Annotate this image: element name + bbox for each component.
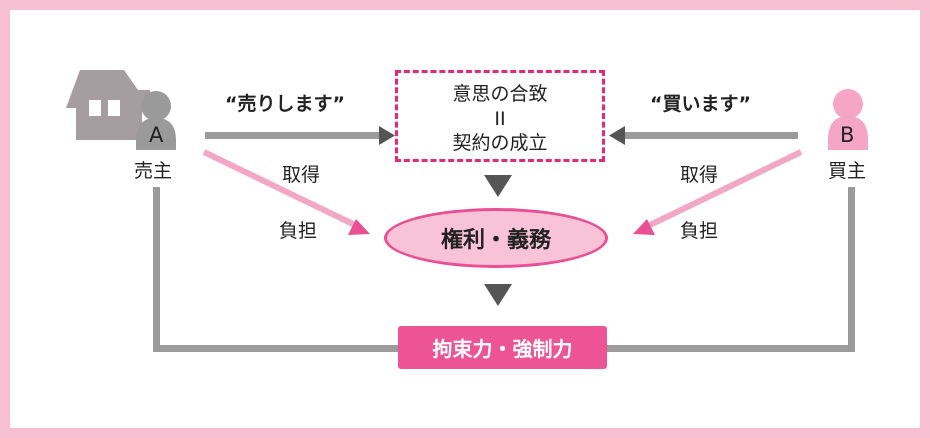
binding-force-box: 拘束力・強制力 (398, 326, 607, 369)
house-icon (66, 70, 150, 140)
buyer-pink-arrow (633, 149, 803, 235)
binding-force-label: 拘束力・強制力 (432, 337, 573, 361)
buyer-burden-label: 負担 (680, 220, 719, 242)
seller-acquire-label: 取得 (282, 164, 321, 186)
seller-label: 売主 (134, 160, 173, 182)
person-a-letter: A (149, 123, 164, 147)
buyer-acquire-label: 取得 (680, 164, 719, 186)
buyer-arrow (609, 126, 798, 145)
person-a-icon (136, 91, 176, 150)
binding-lines (153, 187, 855, 352)
down-arrow-upper (484, 175, 512, 197)
seller-arrow (205, 126, 395, 145)
seller-burden-label: 負担 (279, 220, 318, 242)
down-arrow-lower (484, 284, 512, 306)
seller-speech: “売りします” (225, 93, 345, 115)
consensus-box: 意思の合致 II 契約の成立 (395, 70, 605, 162)
person-b-icon (828, 89, 868, 150)
rights-duties-ellipse: 権利・義務 (384, 208, 608, 268)
rights-duties-label: 権利・義務 (440, 228, 551, 253)
consensus-line3: 契約の成立 (452, 132, 548, 154)
person-b-letter: B (840, 123, 855, 147)
consensus-line1: 意思の合致 (452, 83, 548, 105)
buyer-speech: “買います” (650, 93, 751, 115)
consensus-equals: II (494, 108, 506, 130)
buyer-label: 買主 (828, 160, 867, 182)
seller-pink-arrow (202, 149, 370, 235)
